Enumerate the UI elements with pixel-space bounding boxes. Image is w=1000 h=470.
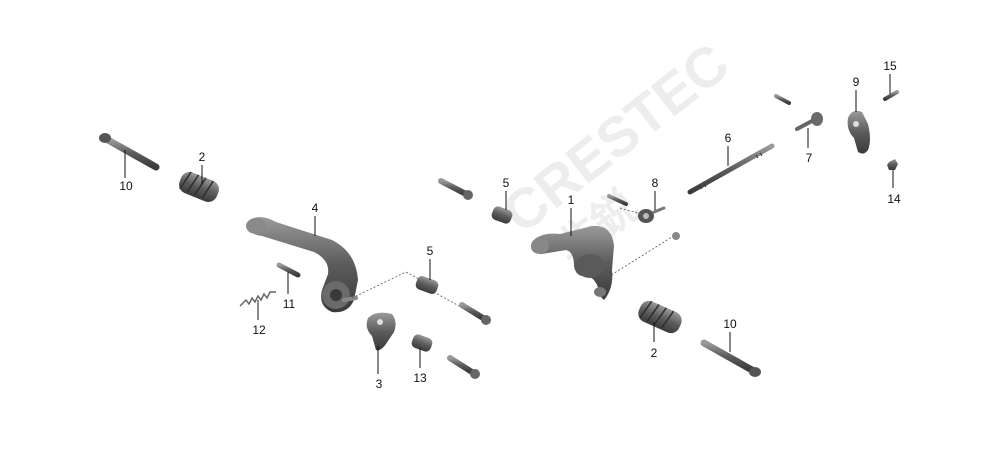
callout-label: 15 (883, 59, 897, 73)
callout-label: 12 (252, 323, 266, 337)
part-screw-15 (883, 90, 899, 101)
callout-1: 1 (568, 193, 575, 236)
callout-label: 11 (283, 297, 296, 311)
callout-label: 9 (853, 75, 860, 89)
callout-5-left: 5 (427, 244, 434, 280)
callout-label: 5 (427, 244, 434, 258)
callout-3: 3 (376, 346, 383, 391)
callout-label: 13 (413, 371, 427, 385)
callout-13: 13 (413, 348, 427, 385)
callout-label: 2 (199, 150, 206, 164)
callout-9: 9 (853, 75, 860, 112)
callout-8: 8 (652, 176, 659, 210)
callout-12: 12 (252, 300, 266, 337)
callout-10-right: 10 (723, 317, 737, 352)
callout-2-right: 2 (651, 322, 658, 360)
part-rod-6 (687, 143, 775, 195)
callout-14: 14 (887, 170, 901, 206)
part-nut-14 (887, 159, 898, 170)
part-bolt-left-lower (459, 302, 491, 325)
callout-2-left: 2 (199, 150, 206, 185)
part-rod-end-7 (774, 94, 823, 131)
callout-11: 11 (283, 272, 296, 311)
part-bolt-10-left (99, 133, 160, 171)
callout-label: 8 (652, 176, 659, 190)
callout-label: 3 (376, 377, 383, 391)
part-lever-1 (531, 225, 614, 300)
part-lever-4 (246, 217, 358, 313)
part-bushing-5-center (491, 206, 513, 224)
part-bracket-9 (847, 110, 870, 154)
callout-6: 6 (725, 131, 732, 166)
part-bolt-8 (607, 194, 680, 240)
callout-label: 6 (725, 131, 732, 145)
callout-label: 7 (806, 151, 813, 165)
callout-7: 7 (806, 128, 813, 165)
callout-label: 2 (651, 346, 658, 360)
callout-label: 10 (119, 179, 133, 193)
part-pin-11 (276, 262, 301, 278)
callout-15: 15 (883, 59, 897, 94)
part-footpeg-rubber-2-left (179, 171, 219, 202)
part-bushing-13 (411, 334, 433, 352)
callout-label: 10 (723, 317, 737, 331)
part-bushing-5-left (415, 276, 439, 294)
callout-label: 14 (887, 192, 901, 206)
part-bolt-top-center (438, 178, 473, 200)
callout-10-left: 10 (119, 150, 133, 193)
part-spring-12 (239, 291, 276, 307)
part-bolt-10-right (700, 339, 761, 377)
callout-5-center: 5 (503, 176, 510, 210)
callout-label: 5 (503, 176, 510, 190)
part-bracket-3 (366, 312, 396, 351)
callout-label: 4 (312, 201, 319, 215)
callout-label: 1 (568, 193, 575, 207)
callout-4: 4 (312, 201, 319, 236)
part-footpeg-rubber-2-right (638, 300, 682, 334)
assembly-line-right (607, 236, 673, 278)
part-bolt-left-bottom (447, 355, 480, 379)
